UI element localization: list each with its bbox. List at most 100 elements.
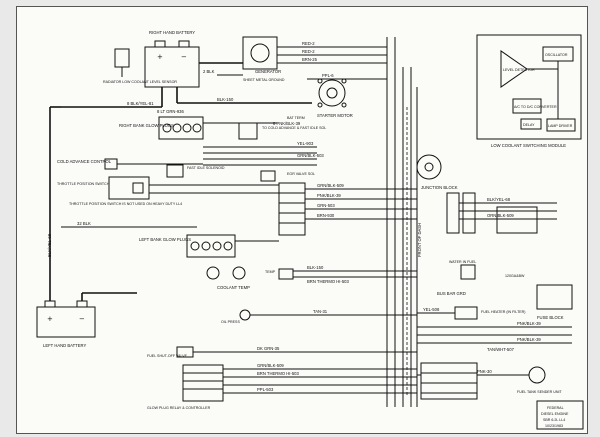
fuse-block-label: FUSE BLOCK xyxy=(537,315,564,320)
bus-bar: BUS BAR GRD xyxy=(437,291,466,296)
title-line-1: FEDERAL xyxy=(547,406,564,410)
svg-text:+: + xyxy=(47,315,53,323)
wire-label: DK GRN-35 xyxy=(257,346,280,351)
wire-label: RED-2 xyxy=(302,49,315,54)
wire-label: ORN/BLK-509 xyxy=(487,213,514,218)
cold-advance-label: COLD ADVANCE CONTROL xyxy=(57,159,112,164)
wire-label: BLK-150 xyxy=(217,97,234,102)
wire-label: PPL-503 xyxy=(257,387,274,392)
fast-idle-label: FAST IDLE SOLENOID xyxy=(187,166,225,170)
junction-block: JUNCTION BLOCK xyxy=(416,154,458,190)
fuel-shutoff-valve: FUEL SHUT-OFF VALVE xyxy=(147,346,194,358)
wire-label: 2 BLK xyxy=(203,69,215,74)
oil-press-label: OIL PRESS xyxy=(221,320,240,324)
left-glow-label: LEFT BANK GLOW PLUGS xyxy=(139,237,191,242)
wire-label: PPL-6 xyxy=(322,73,334,78)
bottom-connector xyxy=(420,362,478,400)
egr-valve-solenoid: EGR VALVE SOL xyxy=(260,170,315,182)
right-glow-label: RIGHT BANK GLOW PLUGS xyxy=(119,123,174,128)
left-glow-plugs: LEFT BANK GLOW PLUGS xyxy=(139,234,236,258)
ac-dc-label: A/C TO D/C CONVERTER xyxy=(514,105,557,109)
starter-motor: STARTER MOTOR BAT TERM xyxy=(287,78,353,120)
fast-idle-solenoid: FAST IDLE SOLENOID xyxy=(166,164,225,178)
wire-label: GRN/BLK-503 xyxy=(297,153,324,158)
wire-label: PNK/BLK-39 xyxy=(517,337,541,342)
starter-motor-label: STARTER MOTOR xyxy=(317,113,353,118)
left-battery: + − LEFT HAND BATTERY xyxy=(36,300,96,348)
temp-sensor: TEMP xyxy=(265,268,294,280)
wire-label: BLK/YEL-68 xyxy=(487,197,511,202)
wiring-diagram: + − RIGHT HAND BATTERY RADIATOR LOW COOL… xyxy=(36,30,584,430)
egr-label: EGR VALVE SOL xyxy=(287,172,315,176)
oil-press-sensor: OIL PRESS xyxy=(221,309,251,324)
svg-text:−: − xyxy=(181,53,187,61)
junction-block-label: JUNCTION BLOCK xyxy=(421,185,458,190)
ground-label: SHEET METAL GROUND xyxy=(243,78,285,82)
coolant-inset: LEVEL DETECTOR OSCILLATOR A/C TO D/C CON… xyxy=(476,34,582,140)
wire-label: BRN THERMO HI-503 xyxy=(257,371,299,376)
wire-label: GRN-503 xyxy=(317,203,335,208)
fuel-heater: FUEL HEATER (IN FILTER) xyxy=(454,306,525,320)
oscillator-label: OSCILLATOR xyxy=(545,53,568,57)
title-line-3: SBR 6.2L LL4 xyxy=(543,418,565,422)
water-in-fuel-label: WATER IN FUEL xyxy=(449,260,476,264)
right-battery-label: RIGHT HAND BATTERY xyxy=(149,30,195,35)
amp-label: 120GA&BW xyxy=(505,274,525,278)
wire-label: BRN-25 xyxy=(302,57,318,62)
wire-label: 8 BLK/YEL-81 xyxy=(127,101,154,106)
wire-label: PNK/BLK-39 xyxy=(317,193,341,198)
hcm-switch: TO COLD ADVANCE & FAST IDLE SOL xyxy=(238,122,326,140)
level-detector-label: LEVEL DETECTOR xyxy=(503,68,535,72)
svg-text:−: − xyxy=(79,315,85,323)
tps-label: THROTTLE POSITION SWITCH xyxy=(57,182,110,186)
wire-label: GRN/BLK-509 xyxy=(257,363,284,368)
bat-term-label: BAT TERM xyxy=(287,116,305,120)
lamp-driver-label: LAMP DRIVER xyxy=(548,124,573,128)
fuel-tank-label: FUEL TANK SENDER UNIT xyxy=(517,390,562,394)
left-battery-label: LEFT HAND BATTERY xyxy=(43,343,86,348)
wire-label: TAN/WHT-507 xyxy=(487,347,515,352)
glow-relay-label: GLOW PLUG RELAY & CONTROLLER xyxy=(147,406,211,410)
dash-connector xyxy=(446,192,476,234)
cold-advance-control: COLD ADVANCE CONTROL xyxy=(57,158,118,170)
title-block: FEDERAL DIESEL ENGINE SBR 6.2L LL4 10/23… xyxy=(536,400,584,430)
front-of-dash-label: FRONT OF DASH xyxy=(417,223,422,257)
title-line-4: 10/23/1983 xyxy=(545,424,563,428)
svg-text:+: + xyxy=(157,53,163,61)
wire-label: RED-2 xyxy=(302,41,315,46)
title-line-2: DIESEL ENGINE xyxy=(541,412,569,416)
right-battery: + − RIGHT HAND BATTERY xyxy=(144,30,200,88)
coolant-sensor-label: RADIATOR LOW COOLANT LEVEL SENSOR xyxy=(103,80,177,84)
center-connector xyxy=(278,182,306,236)
tps-note: THROTTLE POSITION SWITCH IS NOT USED ON … xyxy=(69,202,182,206)
wire-label: BLK/YEL-68 xyxy=(47,233,52,257)
wire-label: PNK/BLK-39 xyxy=(517,321,541,326)
wiring-diagram-sheet: + − RIGHT HAND BATTERY RADIATOR LOW COOL… xyxy=(16,6,588,434)
wire-label: YEL-903 xyxy=(297,141,314,146)
right-glow-plugs: RIGHT BANK GLOW PLUGS xyxy=(119,116,204,140)
generator: GENERATOR xyxy=(242,36,281,74)
temp-label: TEMP xyxy=(265,270,276,274)
wire-label: PNK-30 xyxy=(477,369,492,374)
bus-bar-label: BUS BAR GRD xyxy=(437,291,466,296)
generator-label: GENERATOR xyxy=(255,69,281,74)
fuel-heater-label: FUEL HEATER (IN FILTER) xyxy=(481,310,525,314)
wire-label: 8 PNK/BLK-39 xyxy=(273,121,301,126)
wire-label: 32 BLK xyxy=(77,221,91,226)
fuel-tank-sender: FUEL TANK SENDER UNIT xyxy=(517,366,562,394)
fuel-shutoff-label: FUEL SHUT-OFF VALVE xyxy=(147,354,188,358)
glow-plug-relay: GLOW PLUG RELAY & CONTROLLER xyxy=(147,364,224,410)
wire-label: BRN THERMO HI-503 xyxy=(307,279,349,284)
wire-label: 8 LT GRN-936 xyxy=(157,109,185,114)
delay-label: DELAY xyxy=(523,123,535,127)
coolant-temp-label: COOLANT TEMP xyxy=(217,285,250,290)
wire-label: BRN-930 xyxy=(317,213,335,218)
water-in-fuel: WATER IN FUEL xyxy=(449,260,476,280)
fuse-block: FUSE BLOCK 120GA&BW xyxy=(505,274,573,320)
coolant-temp-switches: COOLANT TEMP xyxy=(206,266,250,290)
wire-label: BLK-150 xyxy=(307,265,324,270)
wire-label: YEL-508 xyxy=(423,307,440,312)
wire-label: GRN/BLK-509 xyxy=(317,183,344,188)
throttle-position-switch: THROTTLE POSITION SWITCH THROTTLE POSITI… xyxy=(57,176,182,206)
coolant-sensor: RADIATOR LOW COOLANT LEVEL SENSOR xyxy=(103,48,177,84)
